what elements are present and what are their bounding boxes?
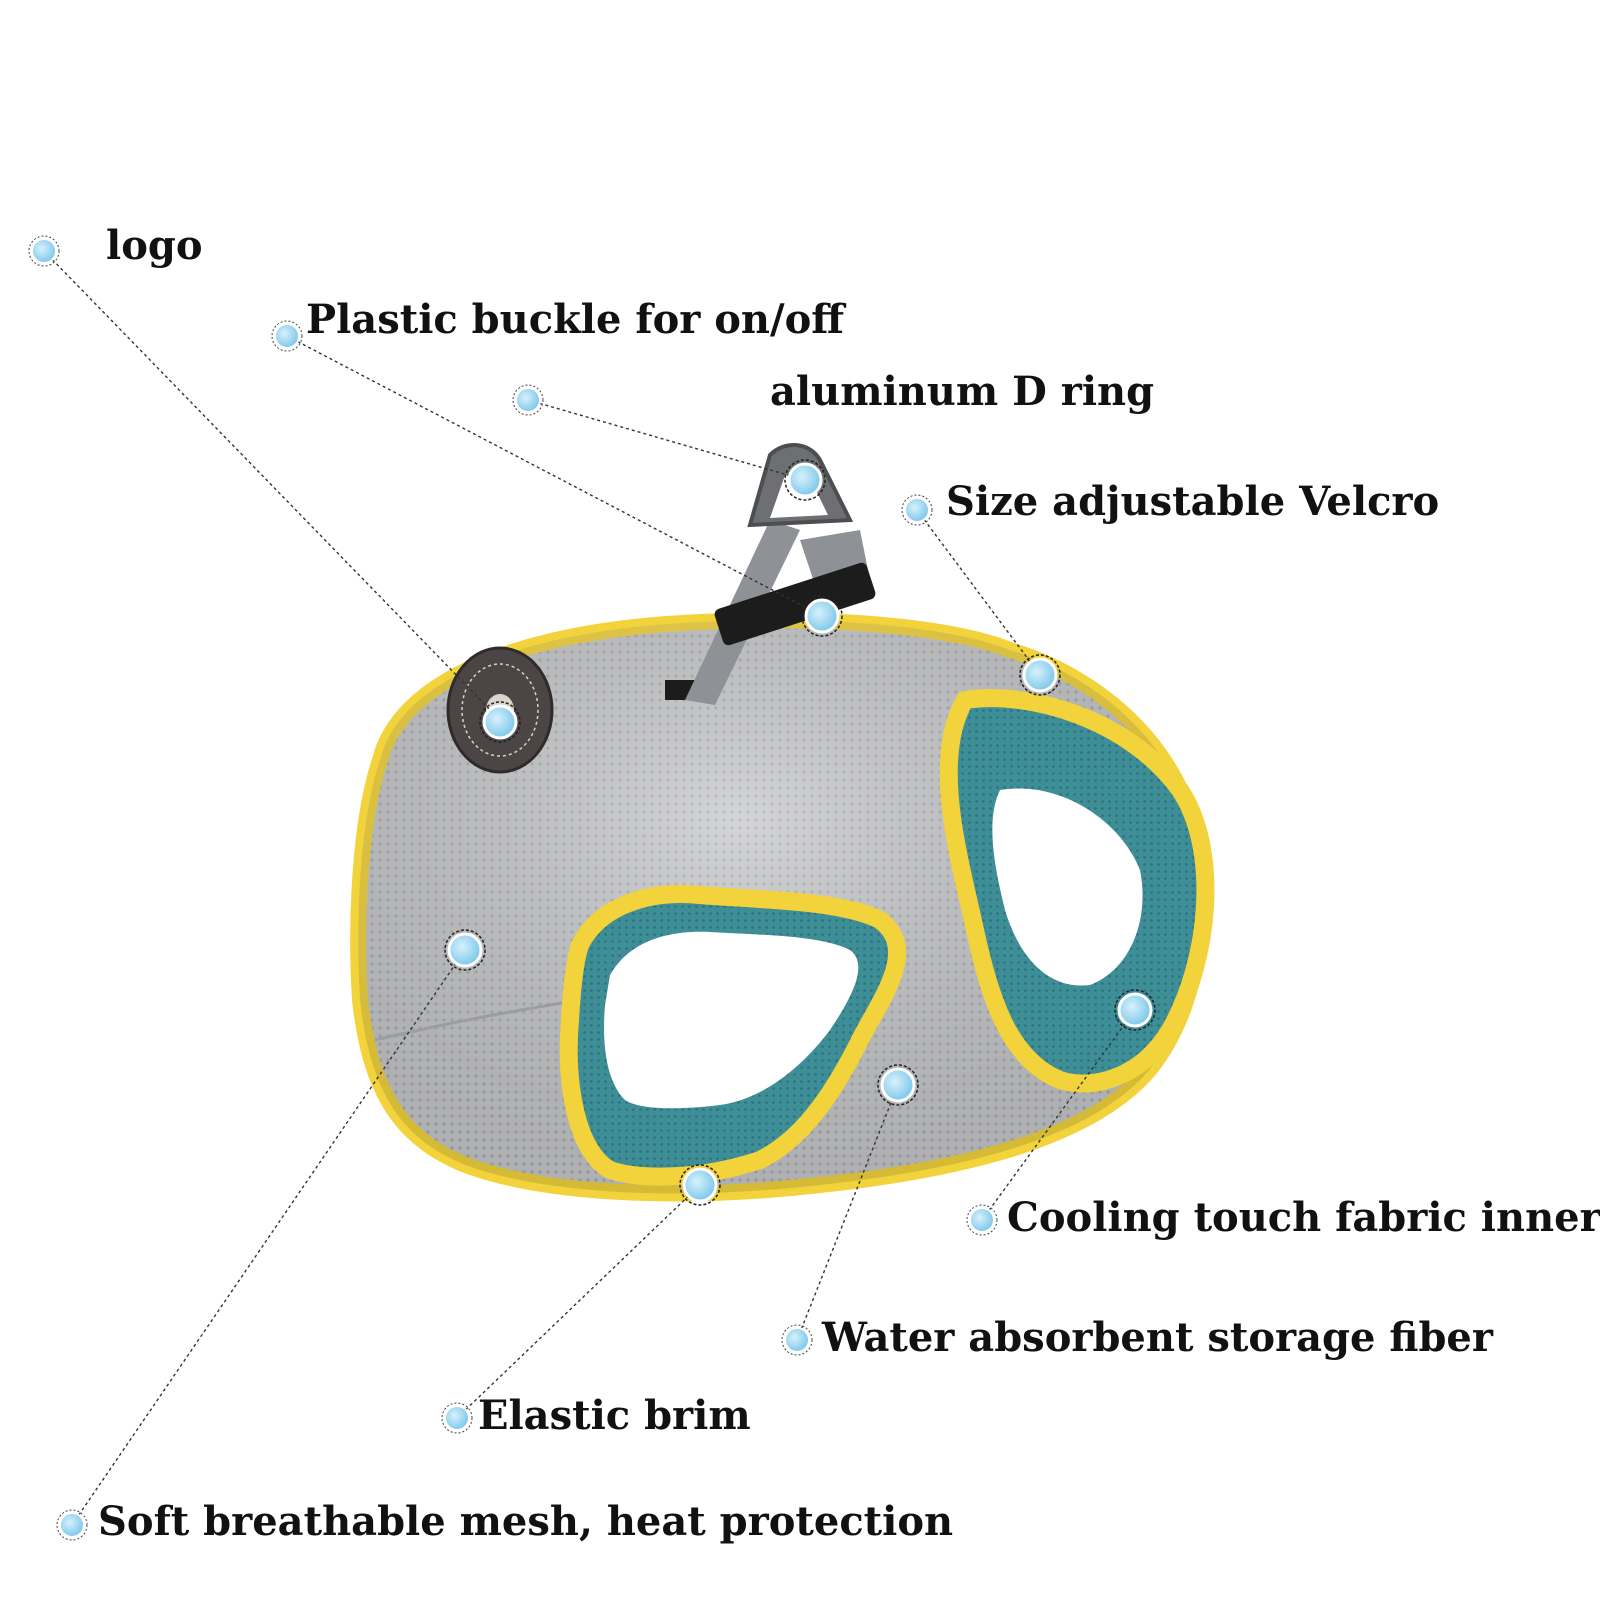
top-strap xyxy=(665,442,876,705)
leader-lines xyxy=(43,250,1136,1526)
marker-cooling-point-icon xyxy=(1114,989,1156,1031)
marker-velcro-point-icon xyxy=(1019,654,1061,696)
label-cooling-inner: Cooling touch fabric inner xyxy=(1007,1194,1600,1241)
label-d-ring: aluminum D ring xyxy=(770,368,1155,415)
marker-dring-point-icon xyxy=(784,459,826,501)
marker-brim-point-icon xyxy=(679,1164,721,1206)
marker-mesh-label-icon xyxy=(56,1509,88,1541)
marker-water-point-icon xyxy=(877,1064,919,1106)
marker-logo-point-icon xyxy=(479,701,521,743)
leg-hole xyxy=(604,931,859,1109)
harness-body xyxy=(350,442,1215,1202)
label-elastic-brim: Elastic brim xyxy=(478,1392,751,1439)
label-logo: logo xyxy=(106,222,203,269)
marker-velcro-label-icon xyxy=(901,494,933,526)
marker-buckle-label-icon xyxy=(271,320,303,352)
label-velcro: Size adjustable Velcro xyxy=(946,478,1440,525)
marker-dots xyxy=(28,235,1156,1541)
marker-mesh-point-icon xyxy=(444,929,486,971)
marker-water-label-icon xyxy=(781,1324,813,1356)
label-water-fiber: Water absorbent storage fiber xyxy=(822,1314,1493,1361)
neck-hole xyxy=(992,788,1143,986)
label-mesh: Soft breathable mesh, heat protection xyxy=(98,1498,954,1545)
marker-buckle-point-icon xyxy=(801,595,843,637)
marker-cooling-label-icon xyxy=(966,1204,998,1236)
marker-logo-label-icon xyxy=(28,235,60,267)
label-buckle: Plastic buckle for on/off xyxy=(306,296,845,343)
marker-brim-label-icon xyxy=(441,1402,473,1434)
marker-dring-label-icon xyxy=(512,384,544,416)
plastic-buckle xyxy=(714,562,876,646)
